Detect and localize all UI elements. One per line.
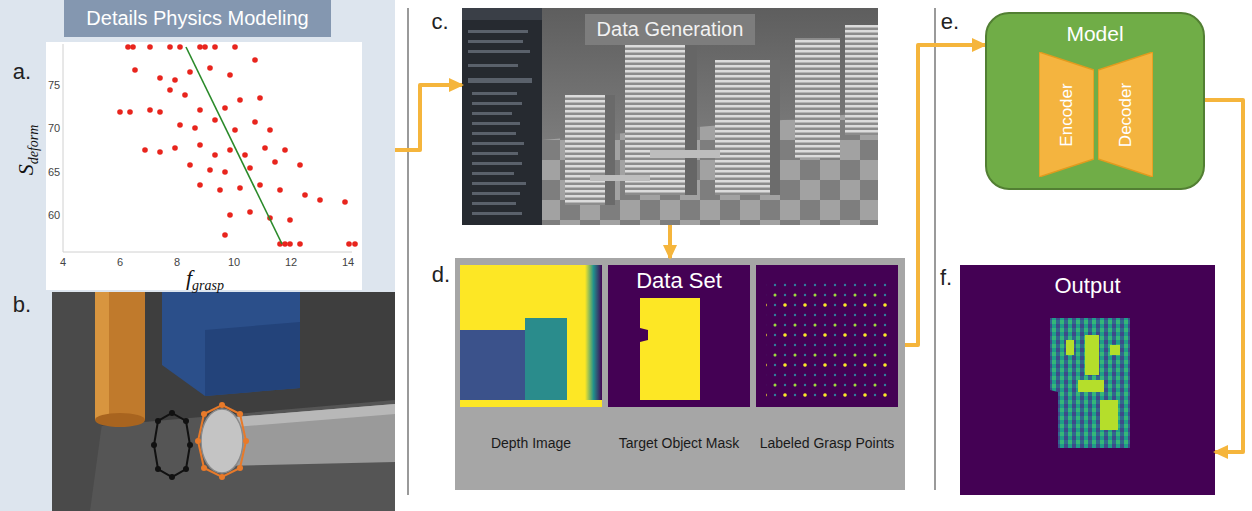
panel-letter: e. [941,11,959,33]
flow-arrow [1205,100,1243,452]
dataset-panel: Data SetDepth Image Target Object Mask Lab… [455,258,905,490]
node-text: Target Object Mask [608,435,750,451]
axis-title-y: Sdeform [15,125,41,176]
tick-label: 14 [342,257,354,268]
panel-letter: d. [432,264,450,286]
decoder-block: Decoder [1098,52,1153,177]
tick-label: 65 [48,167,60,178]
node-text: Data Generation [585,14,756,45]
panel-letter: a. [13,61,31,83]
node-text: Model [1066,22,1123,45]
axis-symbol: S [13,164,38,175]
node-text: Details Physics Modeling [64,0,330,37]
flow-arrow [395,85,462,150]
tick-label: 12 [285,257,297,268]
panel-letter: c. [431,11,448,33]
tick-label: 8 [174,257,180,268]
axis-subscript: grasp [192,278,224,293]
flow-arrow [905,45,985,345]
tick-label: 70 [48,123,60,134]
tick-label: 6 [117,257,123,268]
image-tile: Target Object Mask [608,265,750,483]
panel-letter: b. [13,294,31,316]
tick-label: 60 [48,210,60,221]
node-text: Decoder [1116,82,1136,146]
image-tile: Labeled Grasp Points [756,265,898,483]
output-panel: Output [960,265,1215,495]
node-text: Output [1054,273,1120,298]
tick-label: 75 [48,80,60,91]
image-tile: Depth Image [460,265,602,483]
axis-symbol: f [186,265,192,290]
tick-label: 10 [228,257,240,268]
axis-subscript: deform [26,125,41,165]
screenshot-panel: Data Generation [462,8,878,225]
node-text: Encoder [1057,83,1077,146]
axis-title-x: fgrasp [186,267,224,293]
tick-label: 4 [60,257,66,268]
flow-arrow [668,225,672,258]
encoder-block: Encoder [1039,52,1094,177]
panel-region: Details Physics Modeling [0,0,395,511]
panel-letter: f. [940,267,952,289]
node-text: Data Set [608,268,750,293]
node-text: Depth Image [460,435,602,451]
node-text: Labeled Grasp Points [756,435,898,451]
model-box: ModelEncoder Decoder [985,12,1205,190]
